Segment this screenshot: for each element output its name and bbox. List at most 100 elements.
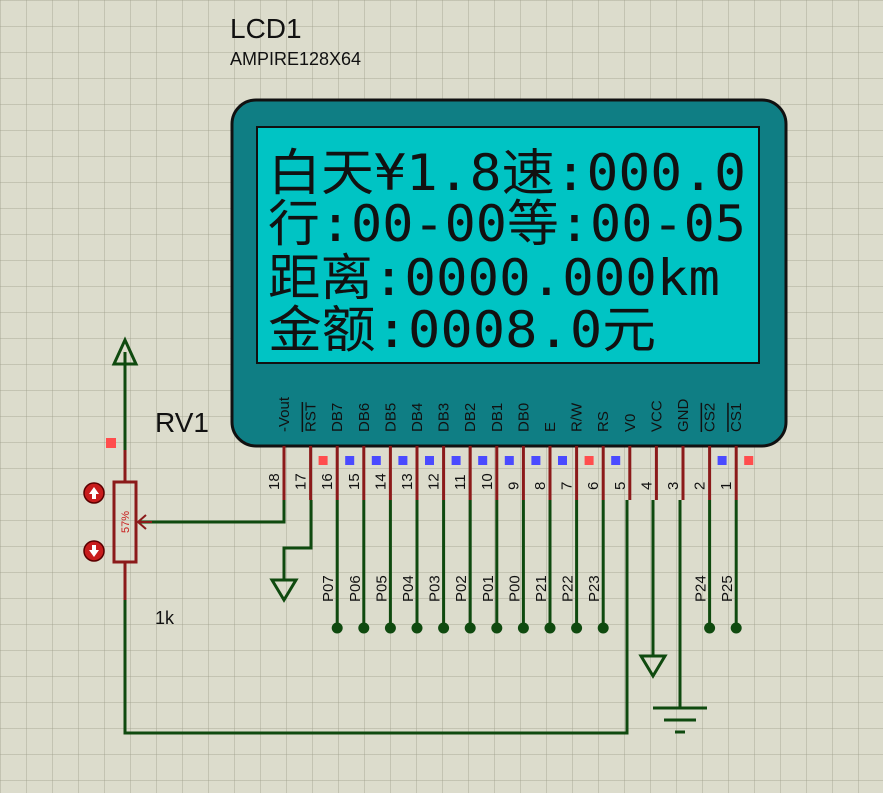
net-terminal-P07[interactable] — [331, 622, 343, 634]
pin-number-9: 9 — [505, 482, 522, 490]
ground-arrow-rst — [269, 578, 299, 603]
pin-label-9: DB0 — [515, 403, 532, 432]
wire-v0-to-pot[interactable] — [123, 500, 629, 735]
net-terminal-P21[interactable] — [544, 622, 556, 634]
ground-symbol — [653, 706, 707, 734]
wire-vout-to-wiper[interactable] — [138, 500, 286, 524]
pin-number-13: 13 — [399, 473, 416, 490]
pin-marker-11 — [478, 456, 488, 465]
lcd-pins: -Vout18RST17DB716DB615DB514DB413DB312DB2… — [266, 396, 754, 500]
net-terminal-P04[interactable] — [411, 622, 423, 634]
pin-label-6: RS — [595, 411, 612, 432]
rv-value-label: 1k — [155, 608, 175, 628]
lcd-line-4: 金额:0008.0元 — [268, 301, 656, 359]
pin-label-11: DB2 — [462, 403, 479, 432]
pin-marker-15 — [371, 456, 381, 465]
lcd-ref-label: LCD1 — [230, 13, 302, 44]
pin-marker-16 — [345, 456, 355, 465]
pin-number-15: 15 — [346, 473, 363, 490]
pin-number-4: 4 — [638, 482, 655, 490]
pin-number-2: 2 — [692, 482, 709, 490]
arrow-down-icon — [89, 545, 99, 557]
net-label-P07: P07 — [320, 575, 337, 602]
arrow-up-icon — [89, 487, 99, 499]
net-label-P04: P04 — [400, 575, 417, 602]
net-terminal-P22[interactable] — [571, 622, 583, 634]
pin-marker-6 — [611, 456, 621, 465]
lcd-line-3: 距离:0000.000km — [268, 249, 720, 307]
pin-number-14: 14 — [372, 473, 389, 490]
pin-number-8: 8 — [532, 482, 549, 490]
pin-label-2: CS2 — [702, 403, 719, 432]
potentiometer-body[interactable] — [112, 480, 138, 564]
pin-marker-9 — [531, 456, 541, 465]
net-label-P03: P03 — [427, 575, 444, 602]
pin-marker-13 — [425, 456, 434, 465]
net-label-P24: P24 — [693, 575, 710, 602]
pin-label-14: DB5 — [382, 403, 399, 432]
net-terminal-P03[interactable] — [438, 622, 450, 634]
pin-number-5: 5 — [612, 482, 629, 490]
pot-percent-label: 57% — [120, 511, 132, 533]
pin-number-18: 18 — [266, 473, 283, 490]
net-terminal-P02[interactable] — [464, 622, 476, 634]
pin-number-10: 10 — [479, 473, 496, 490]
lcd-line-1: 白天¥1.8速:000.0 — [268, 144, 746, 202]
pin-label-16: DB7 — [329, 403, 346, 432]
pin-number-16: 16 — [319, 473, 336, 490]
pin-label-10: DB1 — [489, 403, 506, 432]
pot-up-button[interactable] — [83, 482, 105, 504]
pin-marker-12 — [451, 456, 461, 465]
net-terminal-P06[interactable] — [358, 622, 370, 634]
pin-number-6: 6 — [585, 482, 602, 490]
net-label-P00: P00 — [506, 575, 523, 602]
net-label-P06: P06 — [347, 575, 364, 602]
lcd-line-2: 行:00-00等:00-05 — [268, 195, 746, 253]
pin-number-7: 7 — [559, 482, 576, 490]
net-terminal-P25[interactable] — [730, 622, 742, 634]
pin-label-5: V0 — [622, 414, 639, 432]
net-terminal-P01[interactable] — [491, 622, 503, 634]
pin-marker-17 — [318, 456, 328, 465]
pin-marker-1 — [744, 456, 754, 465]
pin-label-18: -Vout — [276, 396, 293, 432]
pin-marker-2 — [717, 456, 727, 465]
pin-label-7: R/W — [569, 402, 586, 432]
pin-marker-8 — [558, 456, 567, 465]
pin-number-3: 3 — [665, 482, 682, 490]
net-terminal-P24[interactable] — [704, 622, 716, 634]
pin-number-11: 11 — [452, 474, 469, 490]
pin-marker-10 — [504, 456, 514, 465]
net-terminal-P00[interactable] — [517, 622, 529, 634]
rv-ref-label: RV1 — [155, 407, 209, 438]
pin-marker-7 — [584, 456, 594, 465]
net-terminal-P23[interactable] — [597, 622, 609, 634]
pin-label-17: RST — [303, 402, 320, 432]
net-label-P02: P02 — [453, 575, 470, 602]
net-label-P05: P05 — [373, 575, 390, 602]
lcd-screen — [256, 126, 760, 364]
net-label-P22: P22 — [560, 575, 577, 602]
wire-rst-ground[interactable] — [282, 500, 313, 580]
pin-label-3: GND — [675, 399, 692, 433]
net-terminal-P05[interactable] — [384, 622, 396, 634]
pin-label-1: CS1 — [728, 403, 745, 432]
pin-number-17: 17 — [293, 473, 310, 490]
net-label-P01: P01 — [480, 575, 497, 602]
pot-down-button[interactable] — [83, 540, 105, 562]
net-label-P21: P21 — [533, 575, 550, 602]
lcd-model-label: AMPIRE128X64 — [230, 49, 361, 69]
lcd-net-stubs: P07 P06 P05 P04 P03 P02 P01 P00 P21 P22 P23 P24 P25 — [320, 500, 742, 634]
pin-label-8: E — [542, 422, 559, 432]
pin-marker-14 — [398, 456, 408, 465]
pin-label-15: DB6 — [356, 403, 373, 432]
pin-number-1: 1 — [718, 482, 735, 490]
ground-arrow-vcc — [638, 654, 668, 679]
pin-label-4: VCC — [648, 400, 665, 432]
pin-number-12: 12 — [426, 473, 443, 490]
net-label-P23: P23 — [586, 575, 603, 602]
net-label-P25: P25 — [719, 575, 736, 602]
pin-label-12: DB3 — [436, 403, 453, 432]
pin-label-13: DB4 — [409, 403, 426, 432]
